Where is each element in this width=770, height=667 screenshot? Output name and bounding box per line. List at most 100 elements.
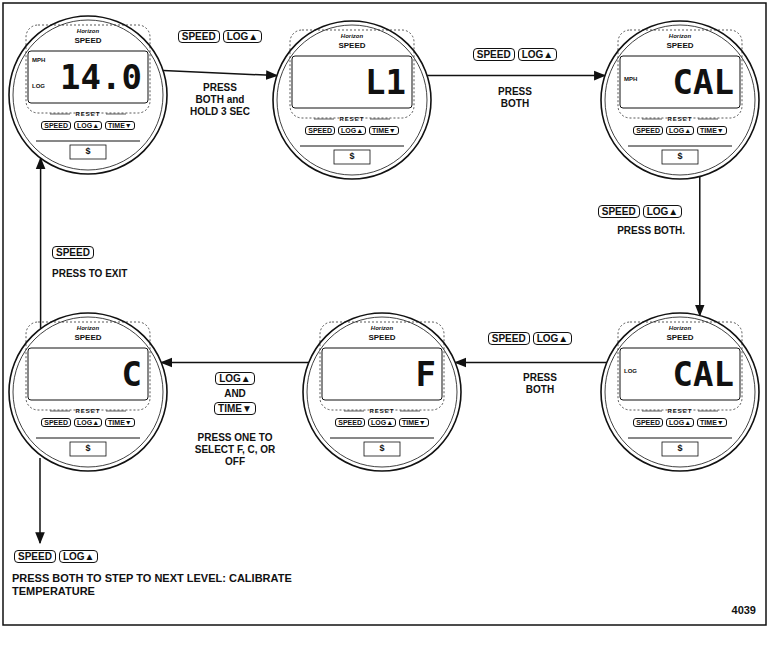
bottom-mark: $ [600,443,760,453]
step-instruction: PRESS TO EXIT [52,268,152,280]
button-label: SPEED [488,332,530,345]
gauge-button: SPEED [633,126,663,135]
button-label: LOG▲ [59,550,99,563]
step-instruction: PRESS BOTH [515,372,565,396]
step-arrow [40,158,42,329]
reset-legend: RESET [272,116,432,122]
button-group: SPEED [52,246,94,259]
gauge-button: LOG▲ [666,126,694,135]
step-instruction: PRESS ONE TO SELECT F, C, OR OFF [187,432,283,468]
button-label: LOG▲ [533,332,573,345]
brand-name: Horizon [8,325,168,331]
button-group: SPEEDLOG▲ [488,332,572,345]
gauge-display: HorizonSPEEDLOGCALRESET$SPEEDLOG▲TIME▼ [600,312,760,472]
unit-indicator: LOG [624,368,637,374]
button-label: LOG▲ [643,205,683,218]
figure-frame [3,3,766,625]
gauge-button: TIME▼ [697,126,727,135]
brand-name: Horizon [600,325,760,331]
gauge-button: LOG▲ [666,418,694,427]
lcd-readout: C [122,352,142,396]
gauge-button: TIME▼ [105,121,135,130]
unit-indicator: MPH [32,57,45,63]
gauge-button: TIME▼ [105,418,135,427]
reset-legend: RESET [600,408,760,414]
button-row: SPEEDLOG▲TIME▼ [600,126,760,135]
gauge-display: HorizonSPEEDMPHLOG14.0RESET$SPEEDLOG▲TIM… [8,15,168,175]
button-row: SPEEDLOG▲TIME▼ [302,418,462,427]
gauge-button: TIME▼ [369,126,399,135]
gauge-button: SPEED [335,418,365,427]
reset-legend: RESET [8,111,168,117]
step-instruction: PRESS BOTH. [595,225,685,237]
lcd-readout: CAL [673,352,734,396]
button-label: LOG▲ [215,372,255,385]
gauge-display: HorizonSPEEDL1RESET$SPEEDLOG▲TIME▼ [272,20,432,180]
button-group: LOG▲ AND TIME▼ [214,372,256,415]
button-label: LOG▲ [518,48,558,61]
button-label: SPEED [52,246,94,259]
lcd-readout: L1 [365,60,406,104]
gauge-title: SPEED [8,36,168,45]
bottom-mark: $ [302,443,462,453]
lcd-readout: F [416,352,436,396]
reset-legend: RESET [8,408,168,414]
connector-word: AND [224,388,246,399]
instruction-note: PRESS BOTH TO STEP TO NEXT LEVEL: CALIBR… [12,572,312,598]
button-group: SPEEDLOG▲ [598,205,682,218]
gauge-button: LOG▲ [74,121,102,130]
button-group: SPEEDLOG▲ [473,48,557,61]
step-instruction: PRESS BOTH [485,86,545,110]
button-row: SPEEDLOG▲TIME▼ [600,418,760,427]
brand-name: Horizon [302,325,462,331]
step-instruction: PRESS BOTH and HOLD 3 SEC [188,82,252,118]
step-arrow [161,362,309,364]
brand-name: Horizon [8,28,168,34]
bottom-mark: $ [8,146,168,156]
step-arrow [427,75,605,77]
brand-name: Horizon [272,33,432,39]
button-label: SPEED [598,205,640,218]
step-arrow [163,71,277,76]
gauge-button: LOG▲ [368,418,396,427]
button-label: LOG▲ [223,30,263,43]
button-label: SPEED [14,550,56,563]
button-group: SPEEDLOG▲ [178,30,262,43]
unit-indicator: LOG [32,83,45,89]
gauge-button: TIME▼ [697,418,727,427]
button-row: SPEEDLOG▲TIME▼ [8,418,168,427]
gauge-button: LOG▲ [74,418,102,427]
button-group: SPEEDLOG▲ [14,550,98,563]
bottom-mark: $ [272,151,432,161]
gauge-title: SPEED [272,41,432,50]
step-arrow [699,176,701,315]
button-label: SPEED [473,48,515,61]
button-label: TIME▼ [214,402,256,415]
gauge-button: LOG▲ [338,126,366,135]
reset-legend: RESET [600,116,760,122]
gauge-button: SPEED [41,121,71,130]
gauge-display: HorizonSPEEDFRESET$SPEEDLOG▲TIME▼ [302,312,462,472]
bottom-mark: $ [8,443,168,453]
next-level-arrow [39,458,41,543]
lcd-readout: 14.0 [60,55,142,99]
gauge-display: HorizonSPEEDCRESET$SPEEDLOG▲TIME▼ [8,312,168,472]
gauge-title: SPEED [8,333,168,342]
brand-name: Horizon [600,33,760,39]
figure-number: 4039 [696,604,756,617]
step-arrow [455,362,607,364]
lcd-readout: CAL [673,60,734,104]
reset-legend: RESET [302,408,462,414]
button-row: SPEEDLOG▲TIME▼ [272,126,432,135]
button-label: SPEED [178,30,220,43]
bottom-mark: $ [600,151,760,161]
gauge-title: SPEED [302,333,462,342]
gauge-button: SPEED [305,126,335,135]
gauge-title: SPEED [600,41,760,50]
gauge-button: TIME▼ [399,418,429,427]
gauge-display: HorizonSPEEDMPHCALRESET$SPEEDLOG▲TIME▼ [600,20,760,180]
gauge-button: SPEED [633,418,663,427]
button-row: SPEEDLOG▲TIME▼ [8,121,168,130]
gauge-title: SPEED [600,333,760,342]
gauge-button: SPEED [41,418,71,427]
